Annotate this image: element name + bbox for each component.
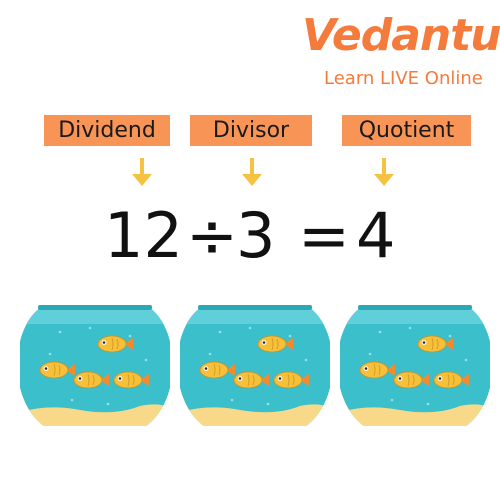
fish-icon — [97, 335, 133, 353]
down-arrow-icon — [242, 158, 262, 186]
bubble — [128, 334, 132, 338]
quotient-label: Quotient — [342, 115, 471, 146]
bowl-rim — [358, 305, 472, 310]
fish-bowl — [20, 305, 170, 426]
fish-bowl — [340, 305, 490, 426]
equation-equals-sign: = — [298, 199, 350, 272]
fish-icon — [39, 361, 75, 379]
fish-icon — [417, 335, 453, 353]
logo-wordmark: Vedantu — [302, 10, 500, 61]
bubble — [378, 330, 382, 334]
bowl-water — [340, 308, 490, 426]
divisor-label: Divisor — [190, 115, 312, 146]
division-equation: 12 ÷ 3 = 4 — [0, 196, 500, 276]
dividend-label: Dividend — [44, 115, 170, 146]
fish-icon — [199, 361, 235, 379]
bubble — [230, 398, 234, 402]
bubble — [70, 398, 74, 402]
fish-bowl — [180, 305, 330, 426]
water-surface — [340, 308, 490, 324]
bowl-rim — [38, 305, 152, 310]
bubble — [144, 358, 148, 362]
bubble — [218, 330, 222, 334]
equation-divide-sign: ÷ — [186, 199, 238, 272]
bubble — [248, 326, 252, 330]
bubble — [304, 358, 308, 362]
fish-icon — [73, 371, 109, 389]
bowl-water — [180, 308, 330, 426]
bubble — [58, 330, 62, 334]
fish-icon — [273, 371, 309, 389]
bowl-sand — [20, 404, 170, 426]
equation-divisor: 3 — [236, 199, 276, 272]
bowl-rim — [198, 305, 312, 310]
fish-icon — [257, 335, 293, 353]
bubble — [368, 352, 372, 356]
fish-icon — [393, 371, 429, 389]
bowl-contents — [340, 308, 490, 426]
bubble — [88, 326, 92, 330]
bubble — [390, 398, 394, 402]
vedantu-logo: Vedantu Learn LIVE Online — [298, 8, 500, 93]
bubble — [106, 402, 110, 406]
down-arrow-icon — [132, 158, 152, 186]
bubble — [266, 402, 270, 406]
fish-icon — [433, 371, 469, 389]
down-arrow-icon — [374, 158, 394, 186]
bowl-contents — [180, 308, 330, 426]
bubble — [208, 352, 212, 356]
fish-icon — [113, 371, 149, 389]
equation-quotient: 4 — [356, 199, 396, 272]
bubble — [464, 358, 468, 362]
logo-tagline: Learn LIVE Online — [324, 68, 483, 89]
bubble — [48, 352, 52, 356]
bowl-sand — [180, 404, 330, 426]
equation-dividend: 12 — [104, 199, 183, 272]
water-surface — [180, 308, 330, 324]
bowl-sand — [340, 404, 490, 426]
fish-icon — [233, 371, 269, 389]
bubble — [448, 334, 452, 338]
fish-icon — [359, 361, 395, 379]
bowl-contents — [20, 308, 170, 426]
bubble — [426, 402, 430, 406]
bubble — [288, 334, 292, 338]
bowl-water — [20, 308, 170, 426]
water-surface — [20, 308, 170, 324]
bubble — [408, 326, 412, 330]
